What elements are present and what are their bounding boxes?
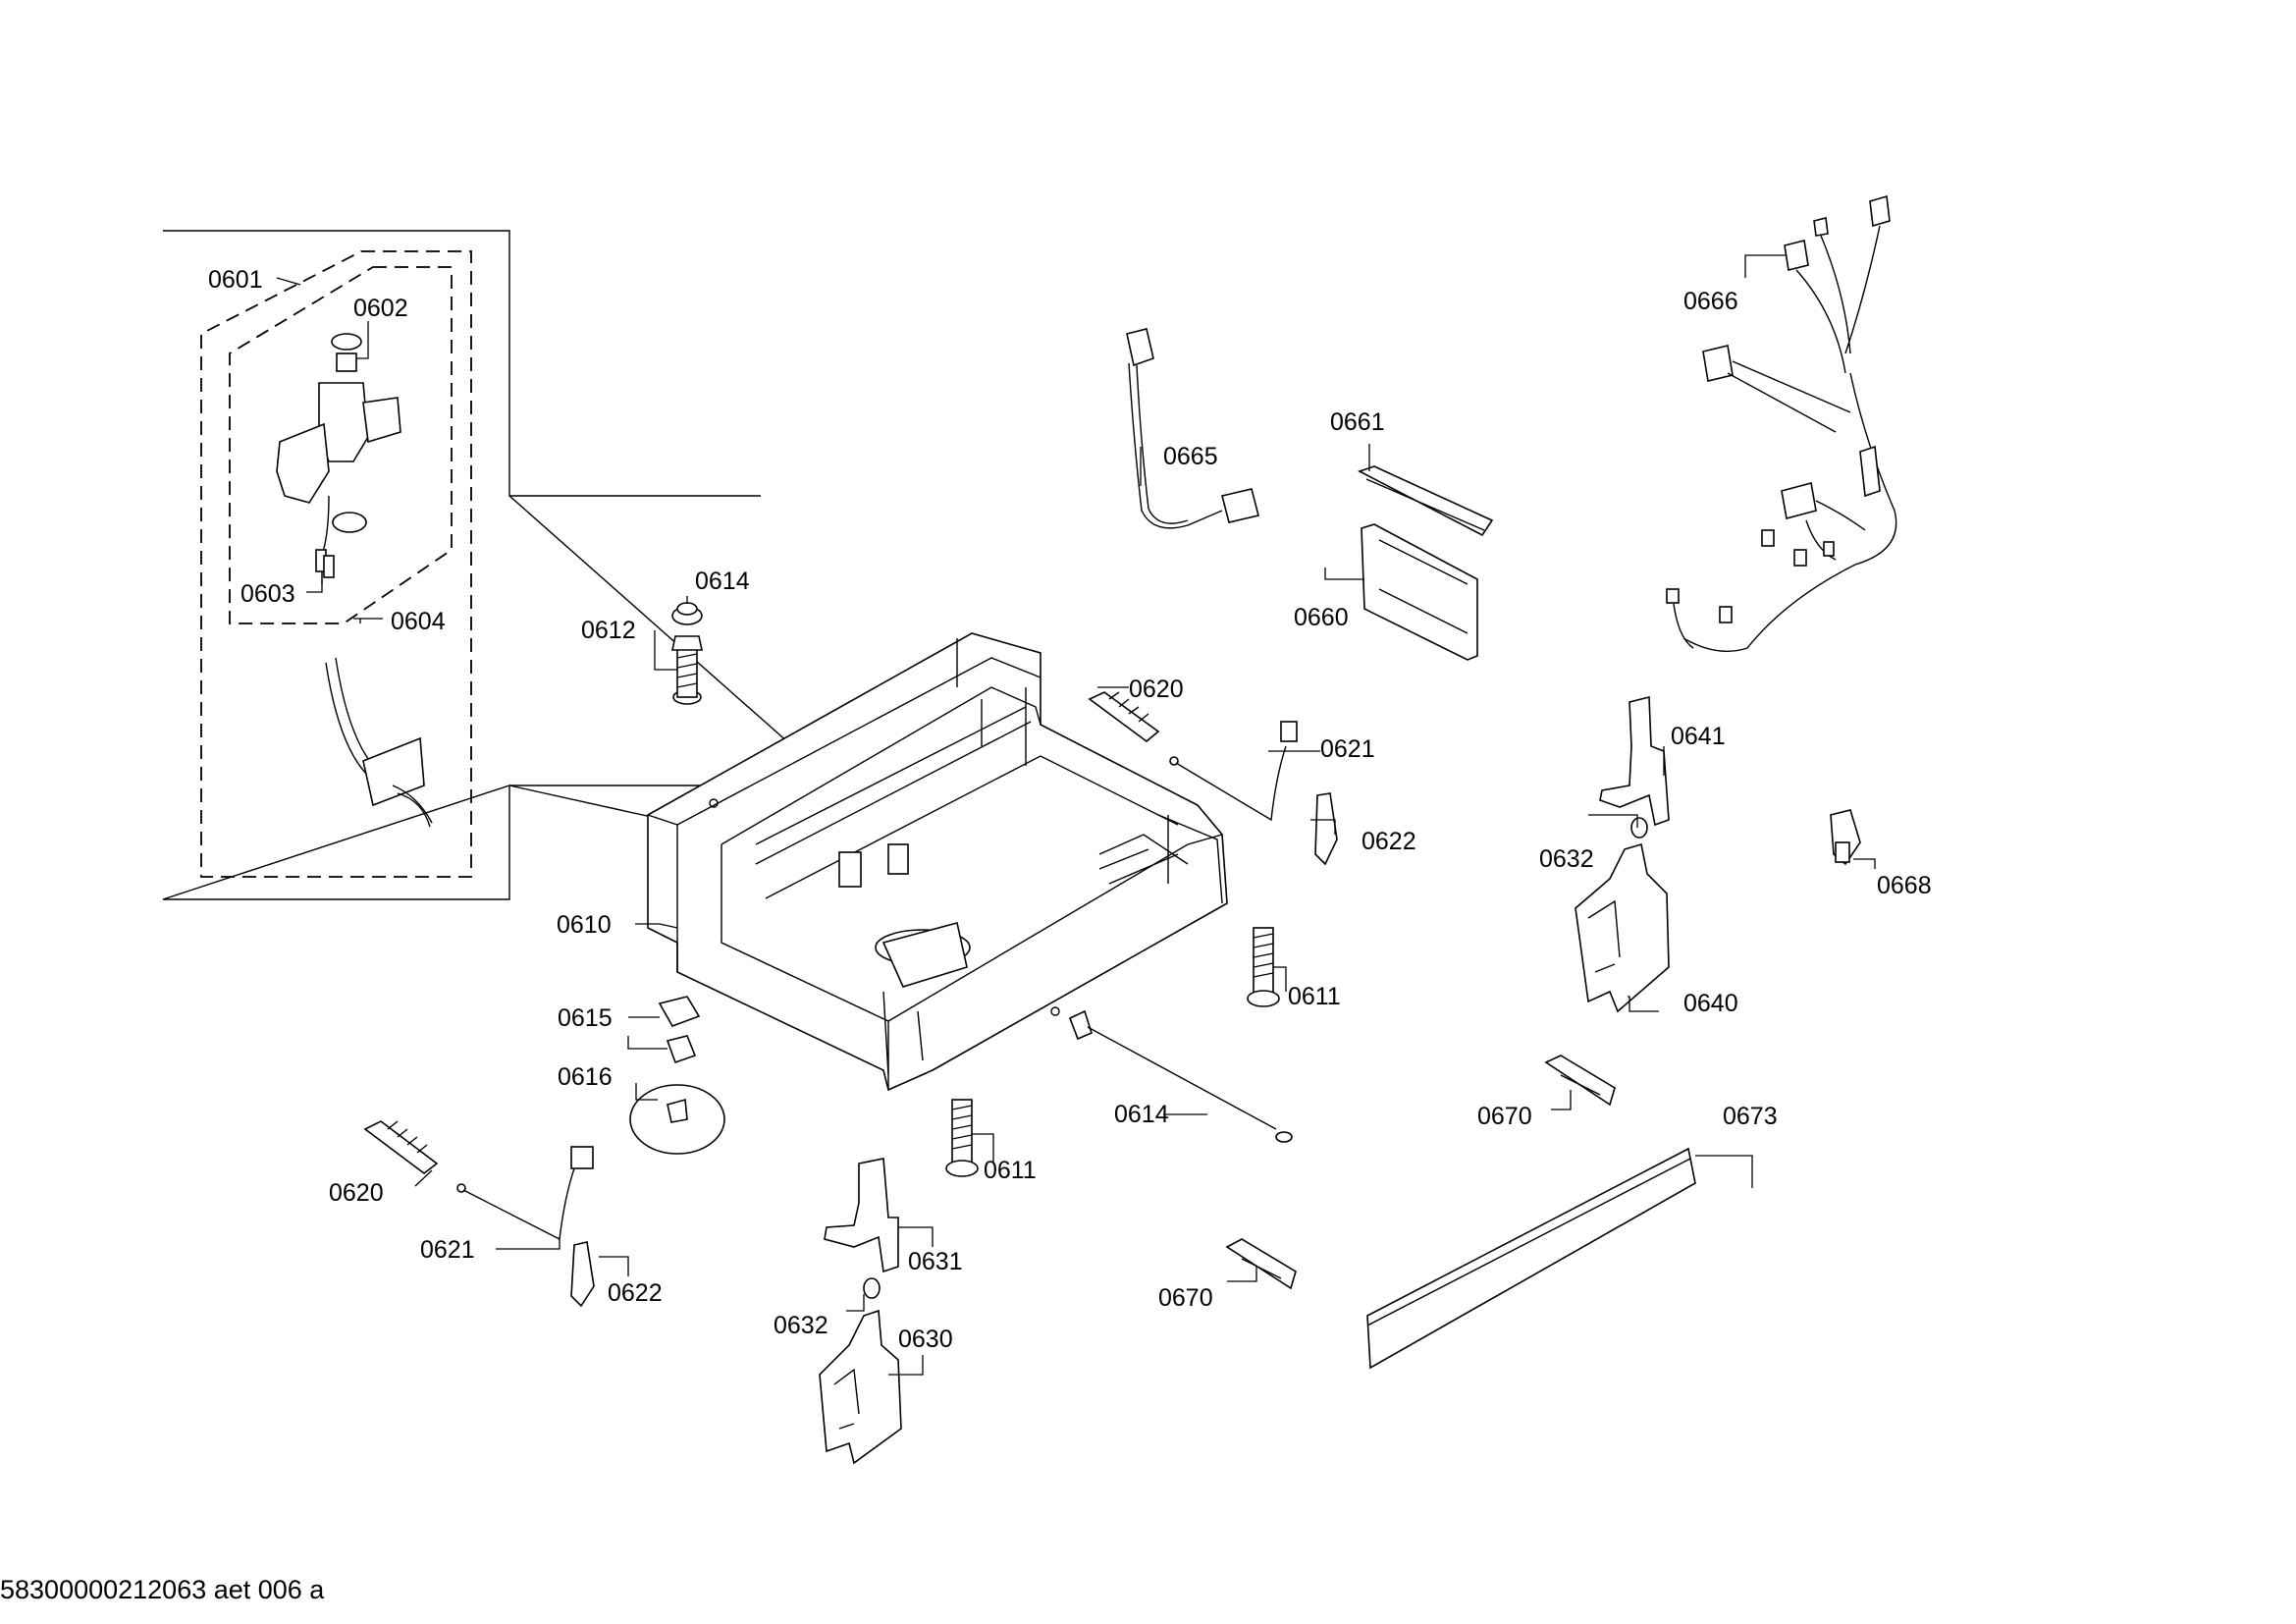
cap-0670-right-part[interactable] [1544, 1055, 1616, 1107]
label-0640[interactable]: 0640 [1683, 990, 1738, 1017]
label-0611-bottom[interactable]: 0611 [984, 1157, 1037, 1184]
label-0603[interactable]: 0603 [240, 580, 295, 608]
clip-0622-right-part[interactable] [1314, 792, 1338, 866]
bracket-0640-part[interactable] [1575, 842, 1670, 1013]
spring-0620-right-part[interactable] [1088, 691, 1160, 743]
foot-0611-bottom-part[interactable] [945, 1099, 979, 1177]
label-0621-left[interactable]: 0621 [420, 1236, 475, 1264]
label-0621-right[interactable]: 0621 [1320, 735, 1375, 763]
label-0612[interactable]: 0612 [581, 617, 636, 644]
label-0632-right[interactable]: 0632 [1539, 845, 1594, 873]
label-0668[interactable]: 0668 [1877, 872, 1932, 899]
switch-0668-part[interactable] [1830, 809, 1861, 866]
label-0673[interactable]: 0673 [1723, 1103, 1778, 1130]
valve-assembly-part[interactable] [276, 333, 401, 584]
label-0614-top[interactable]: 0614 [695, 568, 750, 595]
label-0622-left[interactable]: 0622 [608, 1279, 663, 1307]
label-0641[interactable]: 0641 [1671, 723, 1726, 750]
label-0665[interactable]: 0665 [1163, 443, 1218, 470]
hinge-0641-part[interactable] [1599, 695, 1670, 827]
nut-0614-part[interactable] [671, 602, 703, 625]
label-0604[interactable]: 0604 [391, 608, 446, 635]
cap-0670-bottom-part[interactable] [1225, 1238, 1297, 1290]
label-0670-bottom[interactable]: 0670 [1158, 1284, 1213, 1312]
detail-inset [162, 230, 816, 900]
label-0660[interactable]: 0660 [1294, 604, 1349, 631]
label-0661[interactable]: 0661 [1330, 408, 1385, 436]
bracket-0630-part[interactable] [819, 1309, 902, 1465]
cable-0621-right-part[interactable] [1169, 721, 1298, 822]
clip-0622-left-part[interactable] [570, 1241, 595, 1308]
label-0670-right[interactable]: 0670 [1477, 1103, 1532, 1130]
kickplate-0673-part[interactable] [1366, 1147, 1696, 1370]
wiring-harness-0666-part[interactable] [1666, 194, 1897, 653]
power-cord-0665-part[interactable] [1126, 328, 1259, 529]
label-0632-bottom[interactable]: 0632 [774, 1312, 828, 1339]
spring-0632-right-part[interactable] [1630, 817, 1648, 839]
leader-lines [276, 254, 1876, 1376]
drawing-number: 58300000212063 aet 006 a [0, 1575, 325, 1604]
label-0616[interactable]: 0616 [558, 1063, 613, 1091]
module-cover-0661-part[interactable] [1357, 465, 1494, 537]
sensor-0615-part[interactable] [658, 996, 701, 1064]
label-0620-left[interactable]: 0620 [329, 1179, 384, 1207]
hinge-0631-part[interactable] [824, 1158, 899, 1273]
label-0614-rod[interactable]: 0614 [1114, 1101, 1169, 1128]
label-0622-right[interactable]: 0622 [1362, 828, 1416, 855]
drain-hose-part[interactable] [325, 657, 433, 828]
label-0615[interactable]: 0615 [558, 1004, 613, 1032]
label-0630[interactable]: 0630 [898, 1326, 953, 1353]
rod-0614-part[interactable] [1068, 1009, 1293, 1143]
part-labels: 0601 0602 0603 0604 0610 0612 0614 0620 … [208, 266, 1932, 1353]
label-0631[interactable]: 0631 [908, 1248, 963, 1275]
control-module-0660-part[interactable] [1361, 523, 1478, 661]
foot-0611-right-part[interactable] [1247, 927, 1280, 1007]
label-0666[interactable]: 0666 [1683, 288, 1738, 315]
label-0620-right[interactable]: 0620 [1129, 676, 1184, 703]
disc-0616-part[interactable] [629, 1084, 725, 1155]
label-0610[interactable]: 0610 [557, 911, 612, 939]
cable-0621-left-part[interactable] [456, 1146, 594, 1241]
screw-0612-part[interactable] [671, 635, 703, 705]
base-frame-part[interactable] [647, 632, 1228, 1092]
label-0602[interactable]: 0602 [353, 295, 408, 322]
spring-0632-bottom-part[interactable] [863, 1277, 881, 1299]
label-0611-right[interactable]: 0611 [1288, 983, 1341, 1010]
label-0601[interactable]: 0601 [208, 266, 263, 294]
spring-0620-left-part[interactable] [363, 1120, 439, 1175]
